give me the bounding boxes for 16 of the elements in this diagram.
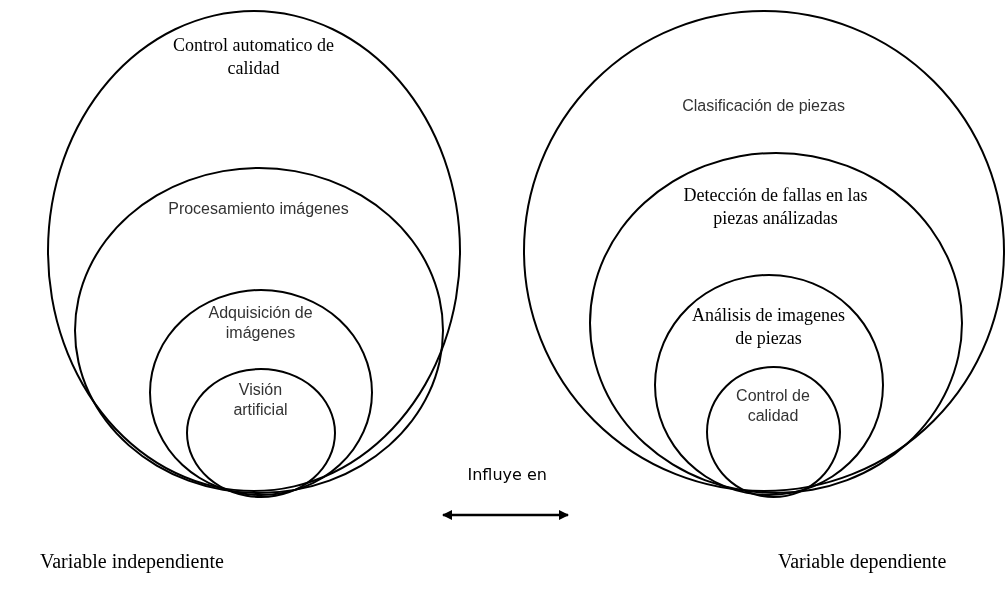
node-label: Visión artificial <box>232 380 289 420</box>
node-label: Adquisición de imágenes <box>207 303 314 343</box>
circle <box>654 274 884 496</box>
node-label: Clasificación de piezas <box>681 96 846 116</box>
edge-label: Influye en <box>467 465 547 484</box>
circle <box>706 366 841 498</box>
circle <box>186 368 336 498</box>
node-label: Procesamiento imágenes <box>167 199 350 219</box>
circle <box>149 289 373 496</box>
node-label: Análisis de imagenes de piezas <box>691 304 846 349</box>
node-label: Detección de fallas en las piezas análizadas <box>682 184 869 229</box>
double-arrow <box>442 510 569 520</box>
node-label: Control automatico de calidad <box>172 34 335 79</box>
node-label: Variable dependiente <box>778 550 947 573</box>
node-label: Variable independiente <box>40 550 224 573</box>
node-label: Control de calidad <box>735 386 811 426</box>
